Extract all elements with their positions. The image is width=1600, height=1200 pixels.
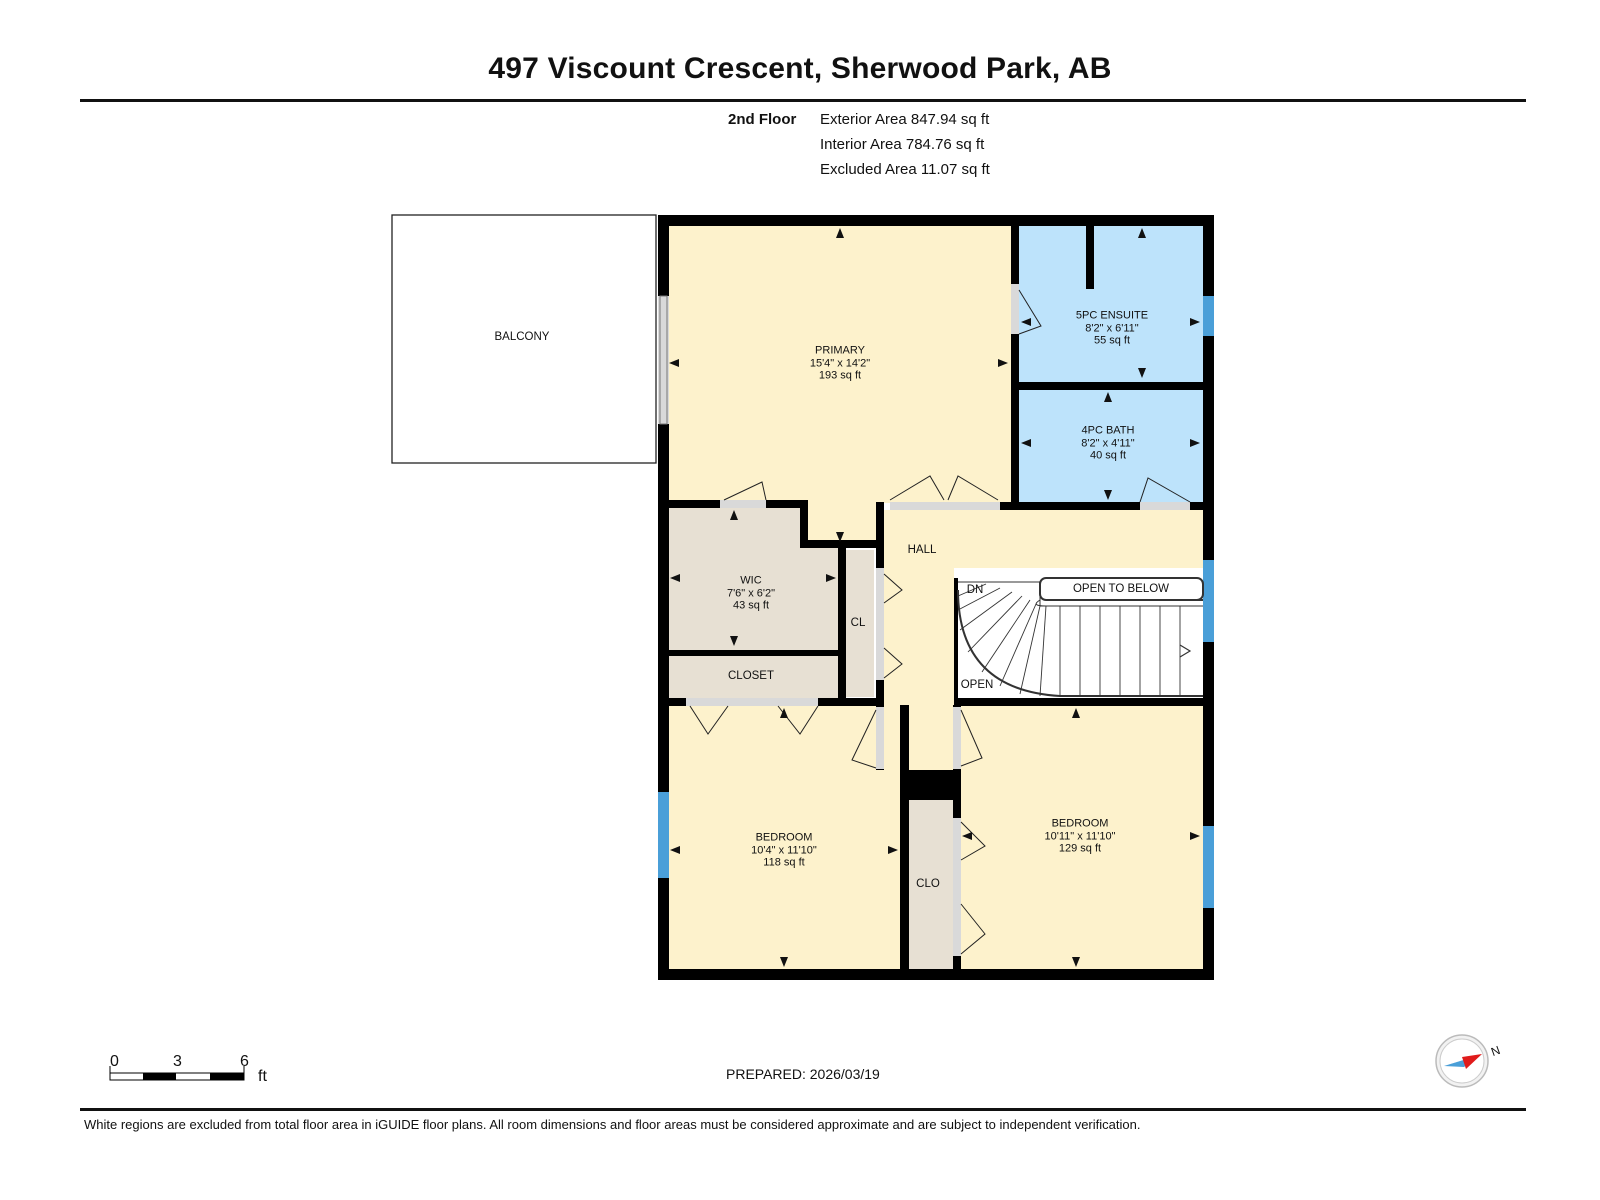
room-area: 55 sq ft — [1093, 334, 1131, 347]
footer-divider — [80, 1108, 1526, 1111]
bath-room — [1019, 390, 1203, 502]
room-label-primary: PRIMARY 15'4" x 14'2" 193 sq ft — [810, 344, 870, 382]
room-label-wic: WIC 7'6" x 6'2" 43 sq ft — [727, 574, 775, 612]
hall-floor — [884, 510, 1203, 568]
disclaimer: White regions are excluded from total fl… — [84, 1117, 1141, 1132]
primary-room — [668, 225, 1011, 503]
room-dims: 10'4" x 11'10" — [751, 843, 817, 856]
room-dims: 10'11" x 11'10" — [1044, 829, 1116, 842]
compass-label: N — [1489, 1043, 1502, 1059]
interior-area: Interior Area 784.76 sq ft — [820, 136, 985, 153]
windows — [658, 296, 1214, 908]
exterior-area: Exterior Area 847.94 sq ft — [820, 111, 990, 128]
door-thresholds — [658, 284, 1190, 956]
room-label-bath: 4PC BATH 8'2" x 4'11" 40 sq ft — [1081, 424, 1134, 462]
room-name: PRIMARY — [815, 344, 865, 357]
room-dims: 7'6" x 6'2" — [726, 586, 776, 599]
balcony-door-frame — [659, 295, 668, 425]
room-name: 4PC BATH — [1081, 424, 1135, 437]
scale-tick-3: 3 — [173, 1053, 182, 1070]
room-dims: 15'4" x 14'2" — [809, 356, 871, 369]
room-label-hall: HALL — [907, 544, 937, 556]
balcony-outline — [391, 214, 657, 464]
room-name: 5PC ENSUITE — [1075, 309, 1149, 322]
room-area: 129 sq ft — [1058, 842, 1102, 855]
closet-room — [668, 655, 838, 698]
room-label-closet: CLOSET — [727, 670, 775, 682]
cl-closet — [846, 550, 874, 697]
room-name: WIC — [740, 574, 762, 587]
room-label-clo: CLO — [916, 878, 940, 890]
header-divider — [80, 99, 1526, 102]
label-open: OPEN — [960, 679, 994, 691]
door-swings — [689, 289, 1191, 955]
room-label-ensuite: 5PC ENSUITE 8'2" x 6'11" 55 sq ft — [1076, 309, 1148, 347]
room-name: BEDROOM — [1051, 817, 1109, 830]
room-name: BEDROOM — [755, 831, 813, 844]
scale-tick-0: 0 — [110, 1053, 119, 1070]
room-label-bedroom-right: BEDROOM 10'11" x 11'10" 129 sq ft — [1045, 817, 1116, 855]
page-title: 497 Viscount Crescent, Sherwood Park, AB — [488, 52, 1112, 85]
floor-label: 2nd Floor — [728, 111, 797, 128]
label-dn: DN — [966, 584, 984, 596]
room-area: 118 sq ft — [763, 856, 805, 869]
scale-tick-6: 6 — [240, 1053, 249, 1070]
label-open-to-below: OPEN TO BELOW — [1072, 583, 1170, 595]
compass-icon: N — [1434, 1033, 1514, 1108]
room-area: 43 sq ft — [732, 599, 770, 612]
room-label-balcony: BALCONY — [494, 331, 550, 343]
staircase — [957, 577, 1204, 697]
clo-closet — [909, 800, 953, 969]
bedroom-right-room — [961, 705, 1203, 969]
room-area: 193 sq ft — [818, 369, 862, 382]
ensuite-room — [1019, 225, 1203, 382]
bedroom-left-room — [668, 705, 900, 969]
room-area: 40 sq ft — [1089, 449, 1127, 462]
excluded-area: Excluded Area 11.07 sq ft — [820, 161, 990, 178]
room-dims: 8'2" x 6'11" — [1085, 321, 1139, 334]
room-dims: 8'2" x 4'11" — [1081, 436, 1135, 449]
room-label-cl: CL — [850, 617, 866, 629]
prepared-date: PREPARED: 2026/03/19 — [726, 1066, 880, 1082]
room-label-bedroom-left: BEDROOM 10'4" x 11'10" 118 sq ft — [751, 831, 817, 869]
dimension-arrows — [669, 228, 1200, 967]
scale-unit: ft — [258, 1068, 267, 1085]
scale-bar — [109, 1066, 245, 1081]
